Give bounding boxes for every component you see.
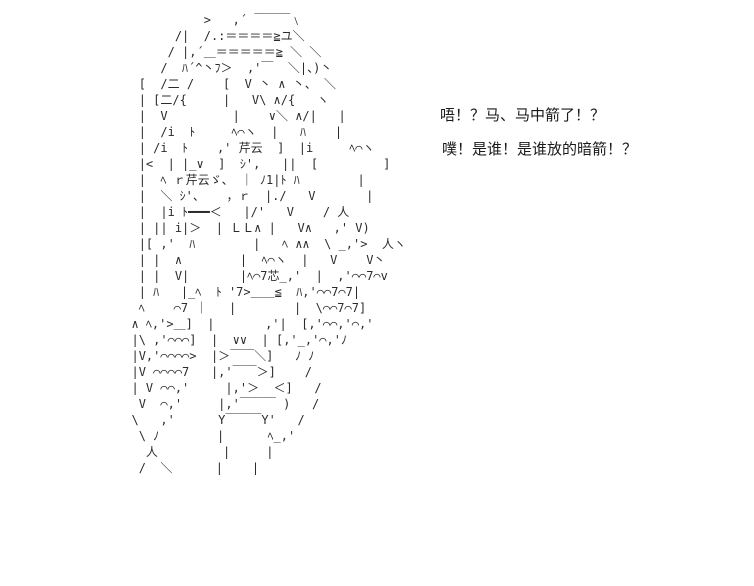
dialogue-line-1: 唔！？马、马中箭了！？ [440, 106, 606, 124]
dialogue-line-2: 噗！是谁！是谁放的暗箭！？ [442, 140, 638, 158]
ascii-art-canvas: > ,´ ￣￣￣﹨ /| /.:＝＝＝＝≧ユ＼ / |,´＿＝＝＝＝＝≧ ＼ ＼… [131, 13, 406, 475]
dialogue-block: 唔！？马、马中箭了！？ 噗！是谁！是谁放的暗箭！？ [440, 98, 740, 166]
